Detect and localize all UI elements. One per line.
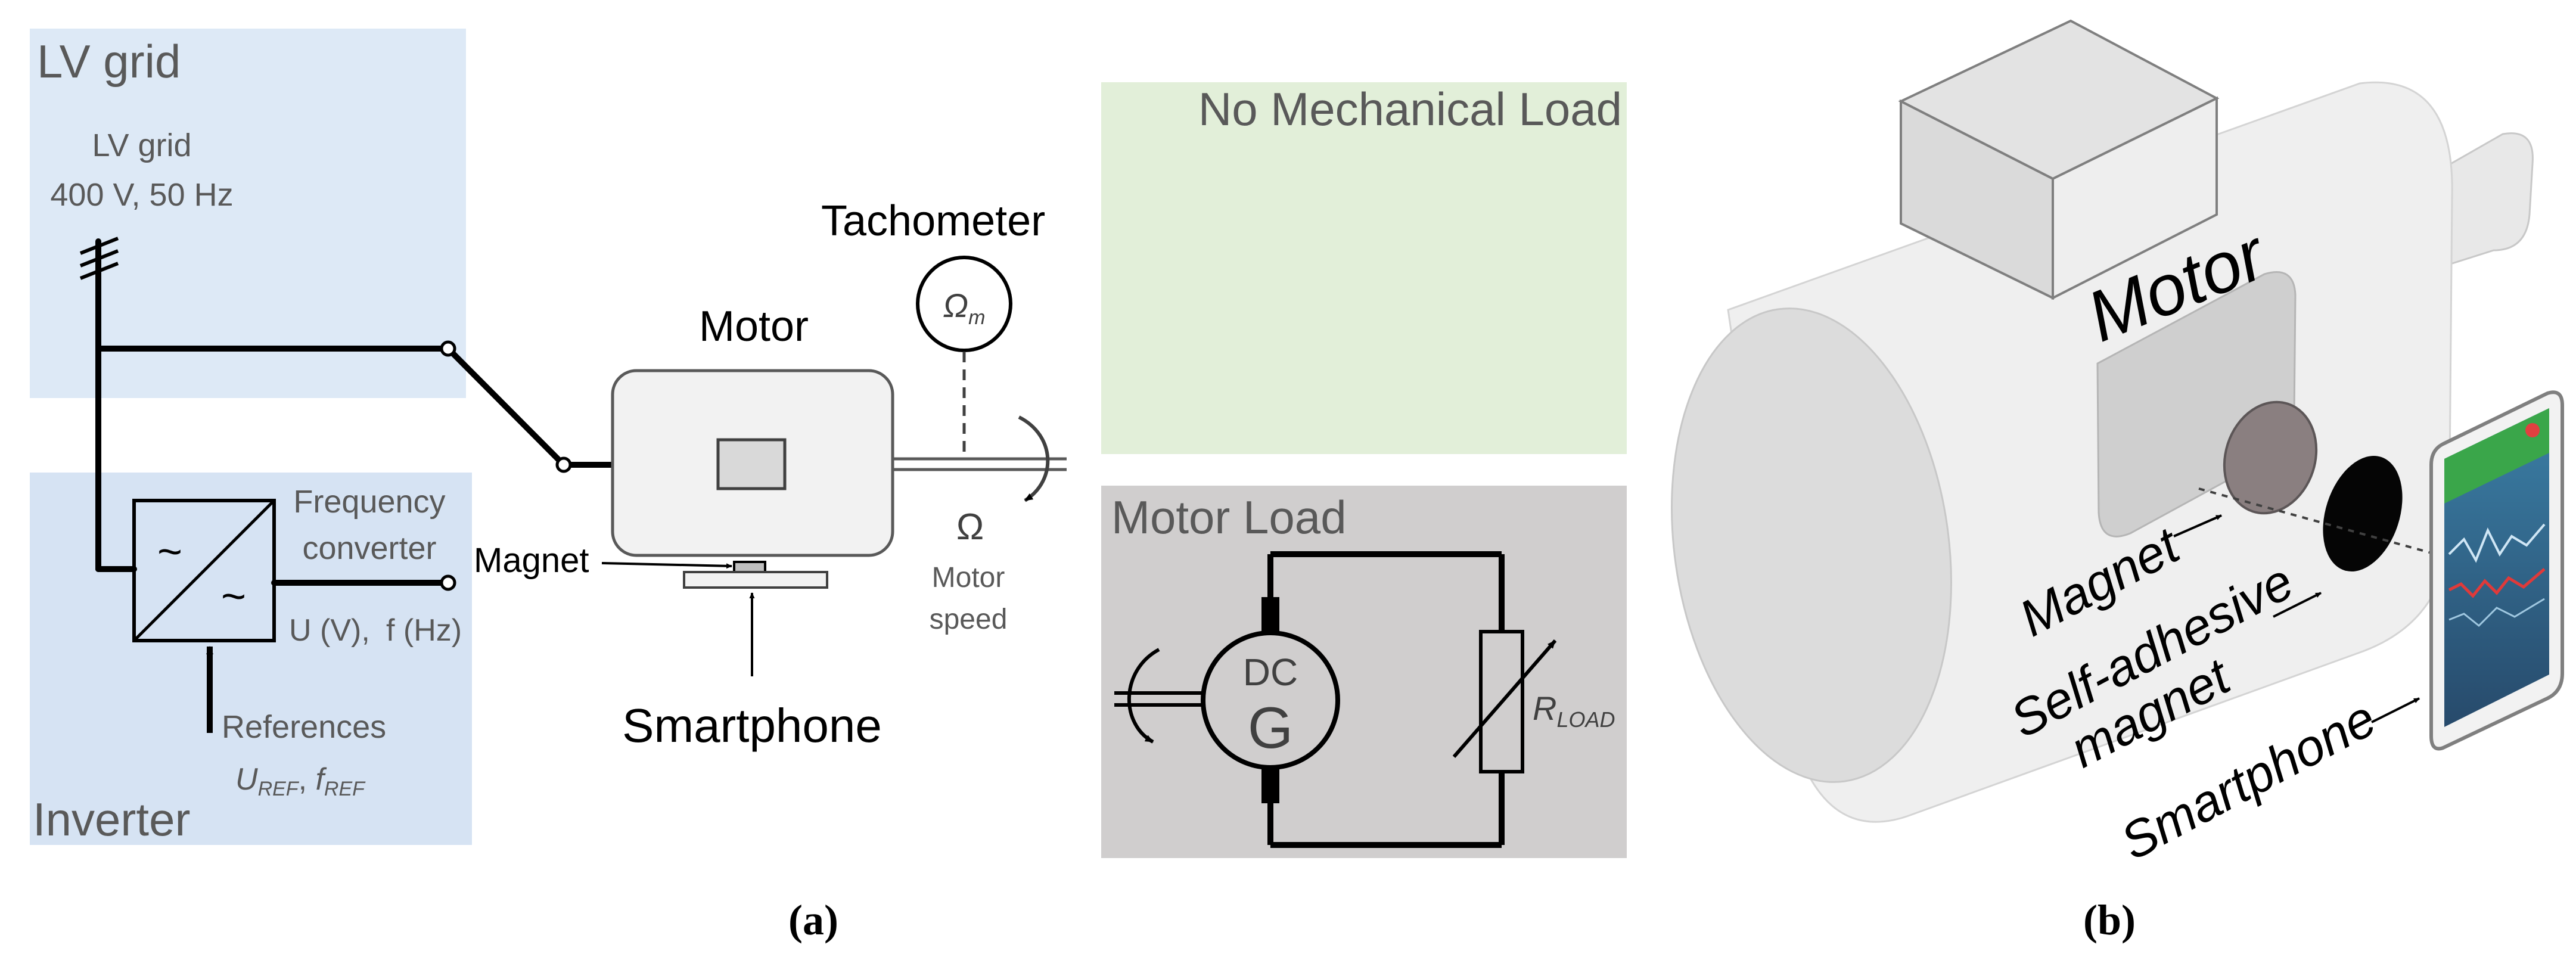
converter-label-line2: converter [302, 530, 436, 566]
motor-terminal-box [716, 438, 787, 490]
panel-a-caption: (a) [788, 896, 838, 944]
shaft-speed-symbol: Ω [956, 507, 984, 548]
magnet-label: Magnet [474, 541, 589, 580]
inverter-title: Inverter [33, 793, 190, 846]
converter-output-u: U (V), [289, 613, 370, 648]
converter-output-terminal [440, 574, 456, 591]
frequency-converter: ~ ~ [132, 499, 276, 642]
svg-text:~: ~ [221, 573, 246, 620]
panel-b-caption: (b) [2083, 896, 2136, 944]
panel-b-magnet-arrow [2173, 514, 2222, 537]
svg-text:~: ~ [157, 528, 182, 576]
motor-shaft [893, 457, 1067, 471]
dc-generator [1201, 630, 1340, 770]
panel-b-smartphone-arrow [2371, 697, 2420, 723]
lv-supply-rating: 400 V, 50 Hz [50, 177, 233, 213]
magnet-arrow [601, 562, 732, 569]
motor-load-title: Motor Load [1111, 491, 1347, 543]
converter-output-f: f (Hz) [386, 613, 462, 648]
shaft-speed-line2: speed [930, 604, 1008, 635]
no-load-region [1101, 82, 1627, 454]
switch-terminal-motor [555, 456, 572, 473]
motor-label: Motor [699, 303, 809, 350]
smartphone-plate [683, 571, 828, 589]
rotation-arrow [1018, 415, 1050, 502]
panel-b: Motor Magnet Self-adhesive magnet Smartp… [1671, 19, 2564, 944]
lv-grid-title: LV grid [37, 35, 181, 88]
switch-terminal-grid [440, 340, 456, 357]
tachometer-gauge [916, 256, 1012, 352]
panel-a: LV grid Inverter No Mechanical Load Moto… [30, 29, 1627, 944]
generator-rotation-arrow [1127, 648, 1160, 744]
motor-load-region [1101, 486, 1627, 858]
generator-brush-bottom [1261, 764, 1279, 803]
no-load-title: No Mechanical Load [1198, 83, 1622, 135]
generator-brush-top [1261, 597, 1279, 636]
references-label: References [222, 709, 386, 745]
inverter-region [30, 473, 472, 845]
load-circuit [1267, 551, 1505, 848]
motor-3d [1671, 19, 2534, 823]
smartphone-label: Smartphone [622, 699, 882, 752]
resistor-variable-arrow [1452, 639, 1557, 758]
shaft-speed-line1: Motor [932, 562, 1005, 594]
converter-label-line1: Frequency [293, 484, 445, 520]
panel-b-self-adhesive-arrow [2273, 592, 2322, 618]
phone-app-header [2444, 408, 2549, 504]
three-phase-marks [79, 237, 119, 280]
smartphone-3d [2429, 390, 2564, 751]
lv-grid-region [30, 29, 466, 398]
tachometer-label: Tachometer [821, 197, 1045, 245]
generator-dc-label: DC [1243, 651, 1298, 694]
lv-supply-label: LV grid [92, 128, 191, 163]
generator-g-label: G [1248, 695, 1293, 760]
